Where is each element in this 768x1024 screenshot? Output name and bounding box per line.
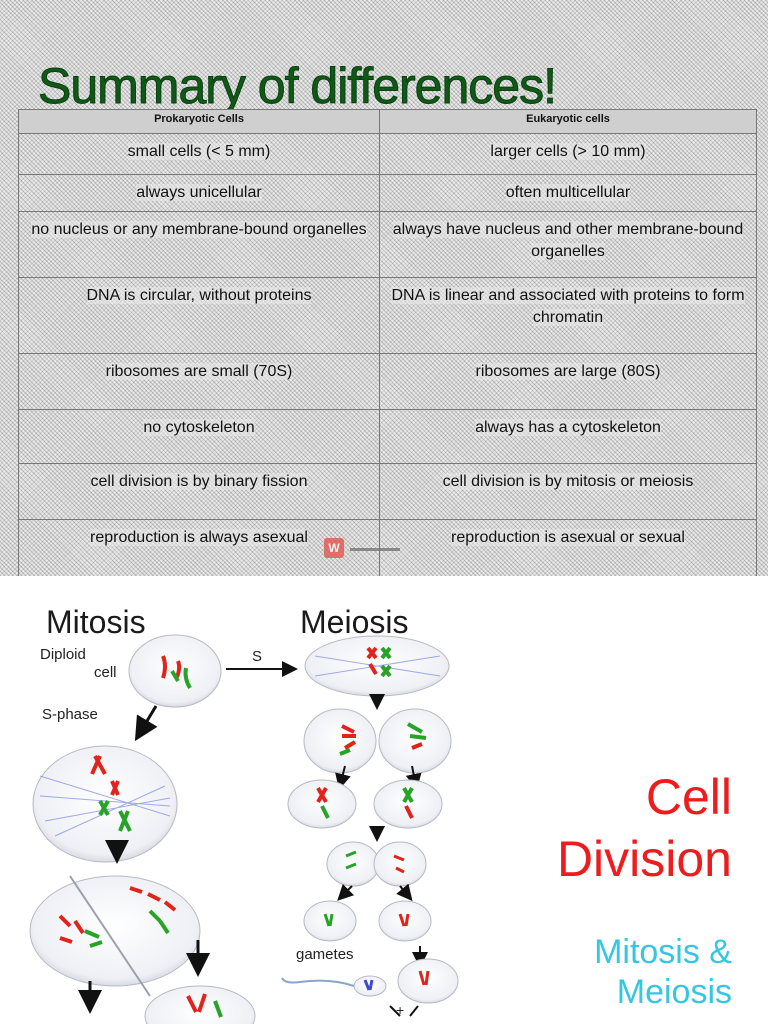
slide-title: Summary of differences! <box>38 58 558 115</box>
cell-text: always has a cytoskeleton <box>475 419 661 436</box>
meiosis-arrow-2 <box>335 765 351 790</box>
meiosis-arrow-5 <box>337 883 355 901</box>
cell-division-slide: Mitosis Meiosis Diploid cell S S-phase g… <box>0 576 768 1024</box>
table-row: always unicellular often multicellular <box>18 174 757 212</box>
table-row: ribosomes are small (70S) ribosomes are … <box>18 353 757 410</box>
label-sphase: S-phase <box>42 706 98 723</box>
header-eukaryotic: Eukaryotic cells <box>379 109 757 134</box>
cell-text: reproduction is always asexual <box>90 529 308 546</box>
mitosis-heading: Mitosis <box>46 604 146 640</box>
label-cell: cell <box>94 664 117 681</box>
subtitle-line-2: Meiosis <box>616 973 732 1011</box>
meiosis-cell-5 <box>303 900 432 942</box>
label-plus: + <box>396 1002 405 1018</box>
summary-slide: Summary of differences! Prokaryotic Cell… <box>0 0 768 576</box>
table-cell: always have nucleus and other membrane-b… <box>379 211 757 278</box>
label-s: S <box>252 648 263 665</box>
table-cell: ribosomes are small (70S) <box>18 353 380 410</box>
label-gametes: gametes <box>296 946 354 963</box>
diploid-cell <box>128 634 222 708</box>
gametes <box>281 958 459 1017</box>
cell-text: DNA is linear and associated with protei… <box>391 287 745 326</box>
header-prokaryotic: Prokaryotic Cells <box>18 109 380 134</box>
title-line-2: Division <box>556 831 732 887</box>
meiosis-cell-4 <box>326 841 427 887</box>
cell-text: larger cells (> 10 mm) <box>490 143 646 160</box>
table-header-row: Prokaryotic Cells Eukaryotic cells <box>18 109 757 134</box>
table-cell: reproduction is asexual or sexual <box>379 519 757 576</box>
meiosis-arrow-6 <box>396 883 413 902</box>
differences-table: Prokaryotic Cells Eukaryotic cells small… <box>18 109 757 576</box>
meiosis-heading: Meiosis <box>300 604 409 640</box>
watermark: W ▬▬▬▬▬ <box>324 537 444 559</box>
table-cell: no nucleus or any membrane-bound organel… <box>18 211 380 278</box>
table-cell: ribosomes are large (80S) <box>379 353 757 410</box>
mitosis-meiosis-diagram <box>29 634 459 1024</box>
cell-text: no nucleus or any membrane-bound organel… <box>31 221 367 238</box>
table-cell: small cells (< 5 mm) <box>18 133 380 175</box>
meiosis-cell-3 <box>287 779 443 829</box>
table-cell: always has a cytoskeleton <box>379 409 757 464</box>
table-cell: always unicellular <box>18 174 380 212</box>
cell-text: always unicellular <box>136 184 262 201</box>
table-cell: larger cells (> 10 mm) <box>379 133 757 175</box>
cell-text: often multicellular <box>505 184 631 201</box>
table-row: no cytoskeleton always has a cytoskeleto… <box>18 409 757 464</box>
cell-text: cell division is by mitosis or meiosis <box>442 473 694 490</box>
cell-text: cell division is by binary fission <box>90 473 308 490</box>
table-row: no nucleus or any membrane-bound organel… <box>18 211 757 278</box>
cell-division-title: Cell Division <box>557 766 732 890</box>
title-line-1: Cell <box>645 769 732 825</box>
table-cell: no cytoskeleton <box>18 409 380 464</box>
cell-text: small cells (< 5 mm) <box>127 143 271 160</box>
anaphase-cell <box>29 875 201 997</box>
table-row: small cells (< 5 mm) larger cells (> 10 … <box>18 133 757 175</box>
meiosis-cell-1 <box>304 635 450 697</box>
table-cell: DNA is circular, without proteins <box>18 277 380 354</box>
cell-text: always have nucleus and other membrane-b… <box>392 221 744 260</box>
cell-text: reproduction is asexual or sexual <box>451 529 685 546</box>
meiosis-cell-2 <box>303 708 452 774</box>
cell-text: ribosomes are large (80S) <box>475 363 661 380</box>
table-cell: cell division is by binary fission <box>18 463 380 520</box>
metaphase-cell <box>32 745 178 863</box>
table-cell: often multicellular <box>379 174 757 212</box>
table-cell: cell division is by mitosis or meiosis <box>379 463 757 520</box>
label-diploid: Diploid <box>40 646 86 663</box>
subtitle-line-1: Mitosis & <box>594 933 732 971</box>
table-cell: DNA is linear and associated with protei… <box>379 277 757 354</box>
table-row: DNA is circular, without proteins DNA is… <box>18 277 757 354</box>
watermark-text: ▬▬▬▬▬ <box>350 542 400 554</box>
table-row: cell division is by binary fission cell … <box>18 463 757 520</box>
table-cell: reproduction is always asexual <box>18 519 380 576</box>
cell-text: DNA is circular, without proteins <box>86 287 312 304</box>
table-row: reproduction is always asexual reproduct… <box>18 519 757 576</box>
cell-division-subtitle: Mitosis & Meiosis <box>594 932 732 1012</box>
watermark-logo-icon: W <box>324 538 344 558</box>
sphase-arrow <box>134 705 158 742</box>
cell-text: no cytoskeleton <box>143 419 255 436</box>
cell-text: ribosomes are small (70S) <box>105 363 293 380</box>
